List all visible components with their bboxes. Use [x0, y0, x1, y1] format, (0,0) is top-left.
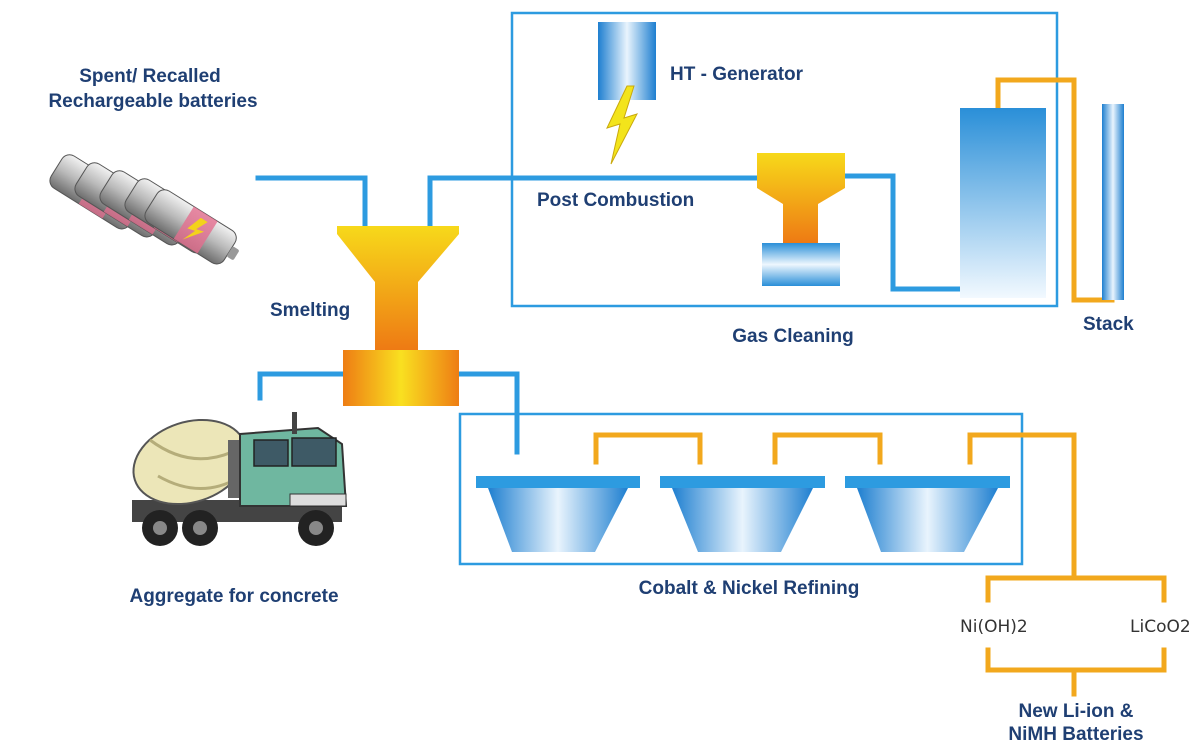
- aggregate-label: Aggregate for concrete: [129, 586, 338, 607]
- scrubber-tank: [960, 108, 1046, 298]
- product-split-pipe: [985, 575, 1167, 603]
- smelting-furnace: [337, 226, 459, 406]
- gas-cleaning-unit: [757, 153, 845, 286]
- nioh2-label: Ni(OH)2: [960, 617, 1028, 637]
- new-batteries-label-line2: NiMH Batteries: [1008, 724, 1143, 744]
- slag-outlet-pipe: [257, 371, 346, 401]
- lightning-icon: [606, 85, 638, 165]
- licoo2-label: LiCoO2: [1130, 617, 1191, 637]
- gas-treatment-enclosure: [510, 11, 1059, 308]
- battery-feed-pipe: [255, 175, 368, 231]
- stack-chimney: [1102, 104, 1124, 300]
- stack-label: Stack: [1083, 314, 1134, 335]
- refining-vessel-1: [476, 476, 640, 552]
- smelting-label: Smelting: [270, 300, 350, 321]
- product-merge-pipe: [985, 647, 1167, 673]
- cleaned-gas-pipe: [842, 173, 963, 292]
- refining-link-1: [593, 432, 703, 465]
- post-combustion-label: Post Combustion: [537, 190, 694, 211]
- battery-pack-icon: [49, 154, 239, 265]
- stack-duct: [995, 77, 1115, 303]
- batteries-label-line1: Spent/ Recalled: [79, 66, 221, 87]
- refining-label: Cobalt & Nickel Refining: [639, 578, 860, 599]
- refining-output-pipe: [967, 432, 1077, 581]
- refining-link-2: [772, 432, 883, 465]
- refining-vessel-3: [845, 476, 1010, 552]
- refining-vessel-2: [660, 476, 825, 552]
- ht-generator-label: HT - Generator: [670, 64, 804, 85]
- concrete-mixer-truck-icon: [132, 412, 348, 546]
- refining-enclosure: [458, 412, 1024, 566]
- gas-cleaning-label: Gas Cleaning: [732, 326, 853, 347]
- new-batteries-label-line1: New Li-ion &: [1018, 701, 1133, 722]
- batteries-label-line2: Rechargeable batteries: [48, 91, 257, 112]
- smelter-offgas-pipe: [427, 175, 760, 231]
- alloy-outlet-pipe: [457, 371, 520, 455]
